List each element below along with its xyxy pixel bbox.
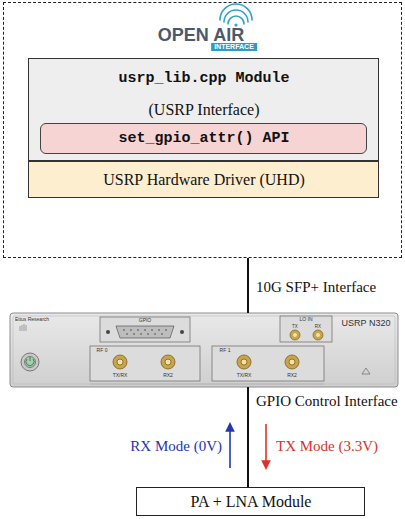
tx-mode-arrow: [265, 424, 267, 468]
usrp-device-illustration: [10, 313, 398, 387]
driver-box: USRP Hardware Driver (UHD): [28, 161, 379, 198]
mode-label: RX Mode (0V): [130, 438, 222, 455]
software-host-box: OPEN AIRINTERFACEusrp_lib.cpp Module(USR…: [3, 2, 402, 258]
usrp-device: USRP N320: [10, 313, 398, 387]
module-subtitle: (USRP Interface): [149, 101, 260, 119]
port-label: TX/RX: [237, 373, 252, 379]
edge-label: 10G SFP+ Interface: [256, 279, 376, 296]
device-model: USRP N320: [342, 318, 391, 328]
driver-label: USRP Hardware Driver (UHD): [103, 171, 305, 189]
rx-mode-arrow: [229, 424, 231, 468]
port-label: RX: [315, 324, 321, 329]
module-title: usrp_lib.cpp Module: [118, 70, 289, 87]
link-line: [247, 387, 249, 487]
mode-label: TX Mode (3.3V): [276, 438, 378, 455]
link-line: [247, 258, 249, 313]
port-label: GPIO: [139, 318, 152, 324]
api-box: set_gpio_attr() API: [40, 123, 367, 154]
module-box: usrp_lib.cpp Module (USRP Interface) set_g…: [28, 58, 379, 161]
port-label: TX: [292, 324, 298, 329]
port-label: RX2: [163, 373, 173, 379]
module-label: PA + LNA Module: [191, 493, 312, 511]
port-label: TX/RX: [113, 373, 128, 379]
vendor-mark: Ettus Research: [15, 317, 49, 323]
port-label: RX2: [287, 373, 297, 379]
logo-band: INTERFACE: [211, 43, 257, 51]
logo-signal-arcs: [220, 4, 252, 27]
pa-lna-box: PA + LNA Module: [136, 487, 365, 516]
api-label: set_gpio_attr() API: [118, 130, 289, 147]
port-label: RF 1: [220, 348, 231, 354]
edge-label: GPIO Control Interface: [256, 393, 398, 410]
port-label: RF 0: [97, 348, 108, 354]
port-label: LO IN: [299, 317, 312, 323]
